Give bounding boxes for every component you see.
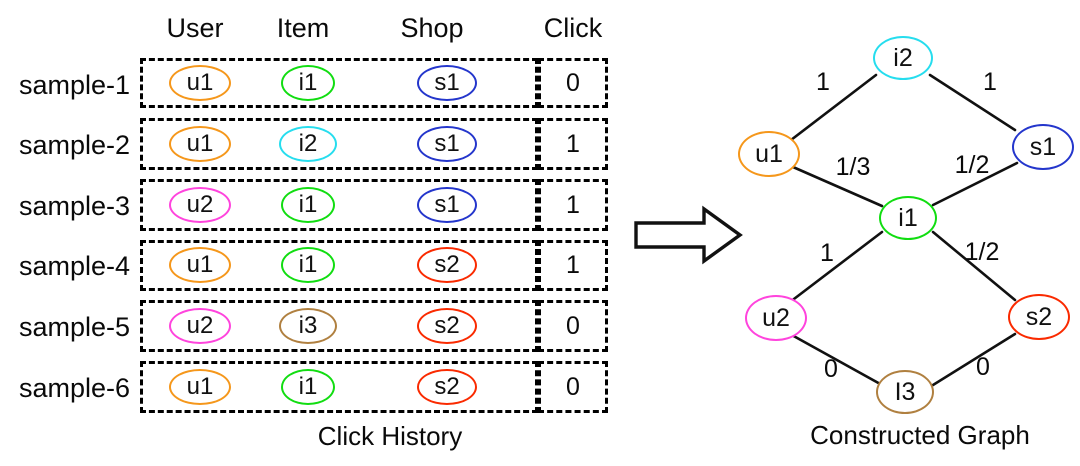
node-chip-item: i3 — [279, 308, 337, 344]
node-chip-user: u2 — [169, 187, 231, 223]
click-value: 1 — [538, 179, 608, 231]
node-chip-shop: s2 — [417, 247, 477, 283]
graph-node-s1: s1 — [1012, 124, 1074, 170]
graph-node-u1: u1 — [738, 131, 800, 177]
node-chip-item: i2 — [279, 126, 337, 162]
graph-edges — [788, 73, 1019, 387]
table-row — [140, 58, 538, 108]
column-header-shop: Shop — [400, 13, 464, 43]
row-label-sample-2: sample-2 — [18, 130, 130, 160]
node-chip-shop: s2 — [417, 369, 477, 405]
edge-weight-i1-s1: 1/2 — [954, 151, 990, 179]
node-chip-shop: s1 — [417, 126, 477, 162]
node-chip-shop: s2 — [417, 308, 477, 344]
click-value: 0 — [538, 361, 608, 413]
row-label-sample-1: sample-1 — [18, 70, 130, 100]
edge-weight-u2-l3: 0 — [824, 355, 838, 383]
column-header-item: Item — [276, 13, 330, 43]
edge-weight-u1-i2: 1 — [816, 68, 830, 96]
edge-weight-u2-i1: 1 — [820, 239, 834, 267]
click-value: 0 — [538, 300, 608, 352]
edge-weight-i2-s1: 1 — [983, 68, 997, 96]
graph-node-i1: i1 — [879, 196, 937, 240]
row-label-sample-3: sample-3 — [18, 191, 130, 221]
edge-weight-i1-s2: 1/2 — [964, 238, 1000, 266]
table-row — [140, 361, 538, 413]
row-label-sample-5: sample-5 — [18, 312, 130, 342]
node-chip-shop: s1 — [417, 187, 477, 223]
table-row — [140, 240, 538, 291]
click-value: 1 — [538, 118, 608, 170]
node-chip-user: u1 — [169, 65, 231, 101]
node-chip-item: i1 — [281, 187, 335, 223]
node-chip-user: u2 — [169, 308, 231, 344]
column-header-click: Click — [543, 13, 603, 43]
node-chip-user: u1 — [169, 247, 231, 283]
node-chip-item: i1 — [281, 65, 335, 101]
node-chip-item: i1 — [281, 247, 335, 283]
edge-weight-u1-i1: 1/3 — [835, 153, 871, 181]
row-label-sample-6: sample-6 — [18, 373, 130, 403]
right-panel-caption: Constructed Graph — [810, 420, 1030, 450]
graph-node-u2: u2 — [745, 295, 807, 341]
node-chip-user: u1 — [169, 369, 231, 405]
column-header-user: User — [166, 13, 224, 43]
node-chip-user: u1 — [169, 126, 231, 162]
node-chip-shop: s1 — [417, 65, 477, 101]
edge-weight-l3-s2: 0 — [976, 353, 990, 381]
graph-node-s2: s2 — [1008, 294, 1070, 340]
table-row — [140, 300, 538, 352]
table-row — [140, 118, 538, 170]
click-value: 0 — [538, 58, 608, 108]
table-row — [140, 179, 538, 231]
click-value: 1 — [538, 240, 608, 291]
node-chip-item: i1 — [281, 369, 335, 405]
left-panel-caption: Click History — [317, 421, 463, 451]
graph-node-l3: I3 — [876, 370, 934, 414]
row-label-sample-4: sample-4 — [18, 251, 130, 281]
right-block-arrow-icon — [634, 205, 743, 265]
graph-node-i2: i2 — [873, 36, 933, 80]
